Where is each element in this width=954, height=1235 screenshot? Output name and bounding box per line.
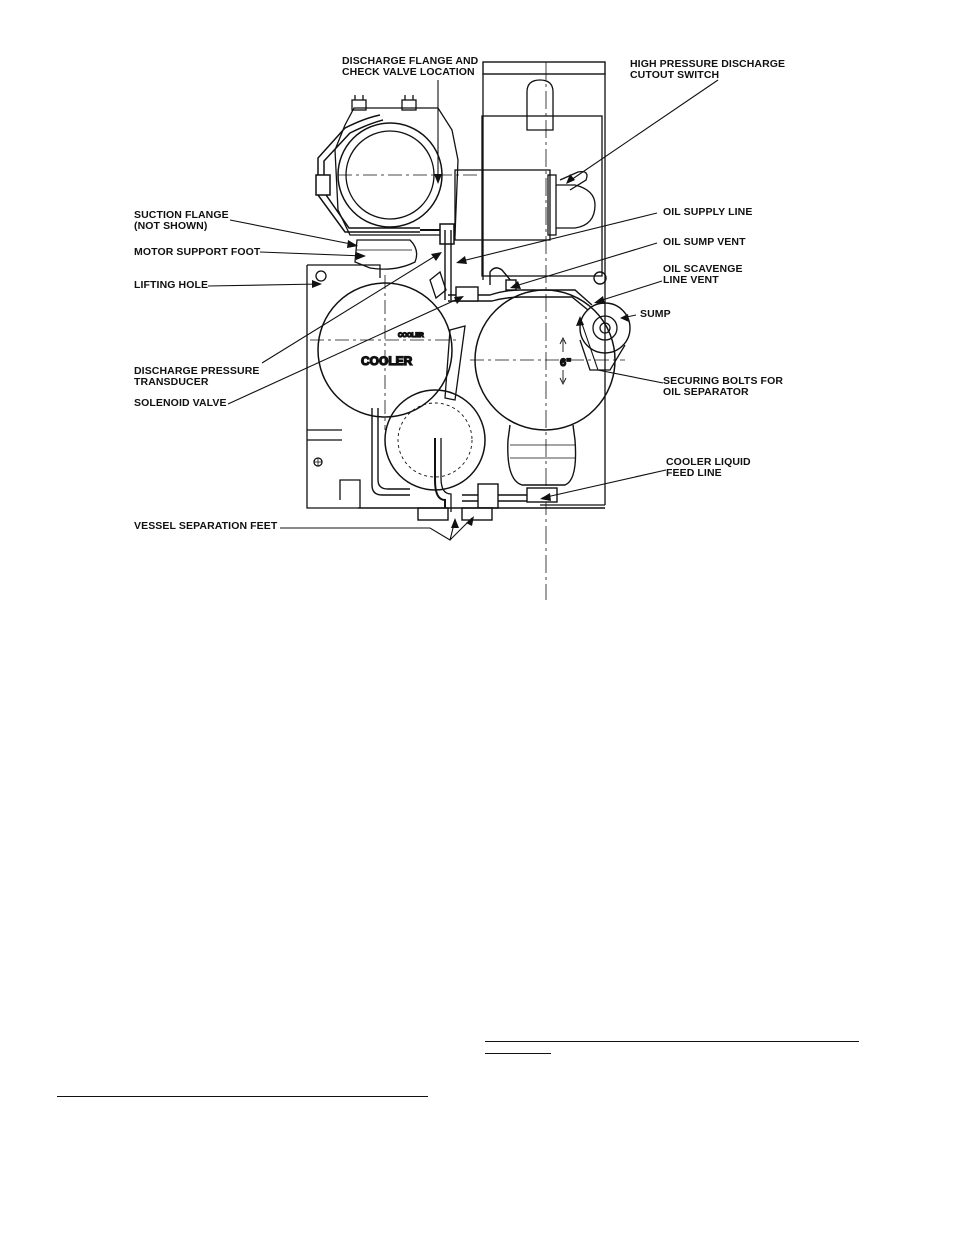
- solenoid-callout: SOLENOID VALVE: [134, 397, 227, 409]
- suction-flange-callout: SUCTION FLANGE (NOT SHOWN): [134, 209, 229, 232]
- arrowheads: [312, 174, 629, 528]
- oil-scavenge-callout: OIL SCAVENGE LINE VENT: [663, 263, 743, 286]
- securing-bolts-callout: SECURING BOLTS FOR OIL SEPARATOR: [663, 375, 784, 398]
- left-tubing: [315, 114, 455, 245]
- cooler-vessel: [310, 270, 460, 430]
- discharge-transducer-callout: DISCHARGE PRESSURE TRANSDUCER: [134, 365, 260, 388]
- economizer-vessel: [384, 325, 486, 512]
- separation-feet-callout: VESSEL SEPARATION FEET: [134, 520, 278, 532]
- sump-callout: SUMP: [640, 308, 671, 320]
- lifting-hole-callout: LIFTING HOLE: [134, 279, 209, 291]
- oil-piping: [444, 230, 607, 311]
- dimension-label: 6": [560, 357, 571, 369]
- left-column-rule: [57, 1096, 428, 1097]
- cooler-small-label: COOLER: [398, 333, 424, 339]
- hp-cutout-callout: HIGH PRESSURE DISCHARGE CUTOUT SWITCH: [630, 58, 786, 81]
- diagram-drawing: COOLER COOLER 6": [207, 61, 719, 600]
- condenser-vessel: [470, 289, 625, 486]
- condenser-tower: [481, 61, 606, 600]
- oil-supply-callout: OIL SUPPLY LINE: [663, 206, 753, 218]
- cooler-vessel-label: COOLER: [361, 354, 413, 368]
- frame-plate: [306, 264, 606, 509]
- cooler-feed-callout: COOLER LIQUID FEED LINE: [666, 456, 751, 479]
- motor-support-callout: MOTOR SUPPORT FOOT: [134, 246, 261, 258]
- base-piping: [358, 408, 605, 521]
- oil-sump-vent-callout: OIL SUMP VENT: [663, 236, 746, 248]
- right-column-short-rule: [485, 1053, 551, 1054]
- right-column-rule: [485, 1041, 859, 1042]
- compressor-housing: [334, 95, 596, 270]
- discharge-flange-callout: DISCHARGE FLANGE AND CHECK VALVE LOCATIO…: [342, 55, 479, 78]
- chiller-assembly-diagram: COOLER COOLER 6" DISCHARGE FLANGE AND CH…: [0, 0, 954, 600]
- leader-lines: [207, 79, 719, 541]
